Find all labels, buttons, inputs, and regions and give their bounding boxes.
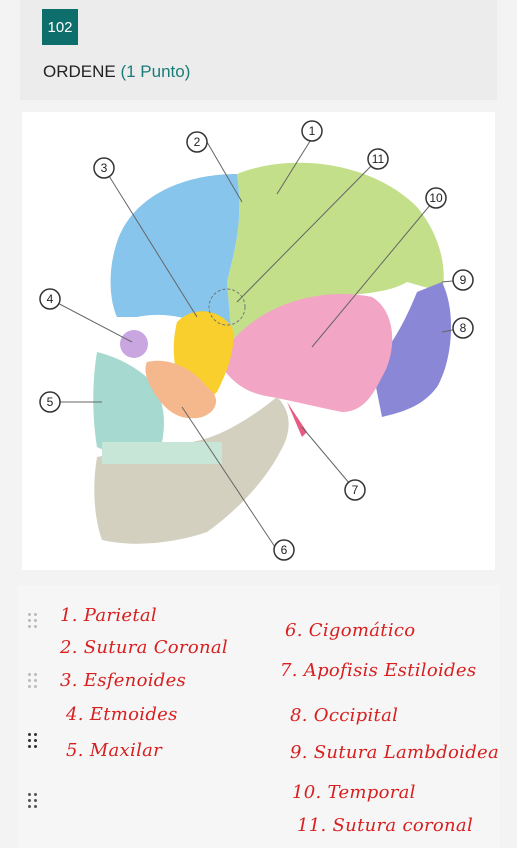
drag-handle-icon[interactable] [28, 673, 40, 689]
drag-handle-icon[interactable] [28, 733, 40, 749]
handwritten-answer-7: 7. Apofisis Estiloides [280, 660, 477, 681]
figure-label-10: 10 [429, 191, 443, 205]
figure-label-9: 9 [460, 273, 467, 287]
ordering-row-2[interactable] [18, 661, 500, 701]
teeth-row [102, 442, 222, 464]
frontal-region [110, 174, 240, 342]
handwritten-answer-11: 11. Sutura coronal [297, 815, 473, 836]
question-points: (1 Punto) [120, 62, 191, 81]
occipital-region [372, 282, 452, 417]
handwritten-answer-3: 3. Esfenoides [60, 670, 187, 691]
handwritten-answer-8: 8. Occipital [290, 705, 399, 726]
styloid-process [287, 402, 307, 437]
temporal-region [222, 294, 393, 412]
question-header-card [20, 0, 497, 100]
figure-label-11: 11 [372, 152, 385, 166]
figure-label-1: 1 [309, 124, 316, 138]
question-title-text: ORDENE [43, 62, 116, 81]
ethmoid-region [120, 330, 148, 358]
figure-label-8: 8 [460, 321, 467, 335]
drag-handle-icon[interactable] [28, 793, 40, 809]
skull-diagram: 1 2 3 4 5 6 7 8 9 10 11 [39, 120, 474, 561]
figure-label-5: 5 [47, 395, 54, 409]
drag-handle-icon[interactable] [28, 613, 40, 629]
mandible-region [94, 397, 289, 544]
ordering-row-1[interactable] [18, 601, 500, 641]
ordering-row-3[interactable] [18, 721, 500, 761]
ordering-list [18, 585, 500, 848]
skull-figure: 1 2 3 4 5 6 7 8 9 10 11 [22, 112, 495, 570]
handwritten-answer-4: 4. Etmoides [66, 704, 178, 725]
figure-label-7: 7 [352, 483, 359, 497]
question-title: ORDENE (1 Punto) [43, 62, 190, 82]
handwritten-answer-5: 5. Maxilar [66, 740, 163, 761]
parietal-region [227, 162, 444, 342]
zygomatic-region [145, 360, 217, 419]
ordering-row-4[interactable] [18, 781, 500, 821]
handwritten-answer-2: 2. Sutura Coronal [60, 637, 228, 658]
handwritten-answer-9: 9. Sutura Lambdoidea [290, 742, 500, 763]
handwritten-answer-10: 10. Temporal [292, 782, 416, 803]
figure-label-2: 2 [194, 135, 201, 149]
question-number-badge: 102 [42, 9, 78, 45]
figure-label-6: 6 [281, 543, 288, 557]
figure-label-4: 4 [47, 292, 54, 306]
figure-label-3: 3 [101, 161, 108, 175]
handwritten-answer-6: 6. Cigomático [285, 620, 416, 641]
maxilla-region [93, 352, 164, 454]
handwritten-answer-1: 1. Parietal [60, 605, 157, 626]
